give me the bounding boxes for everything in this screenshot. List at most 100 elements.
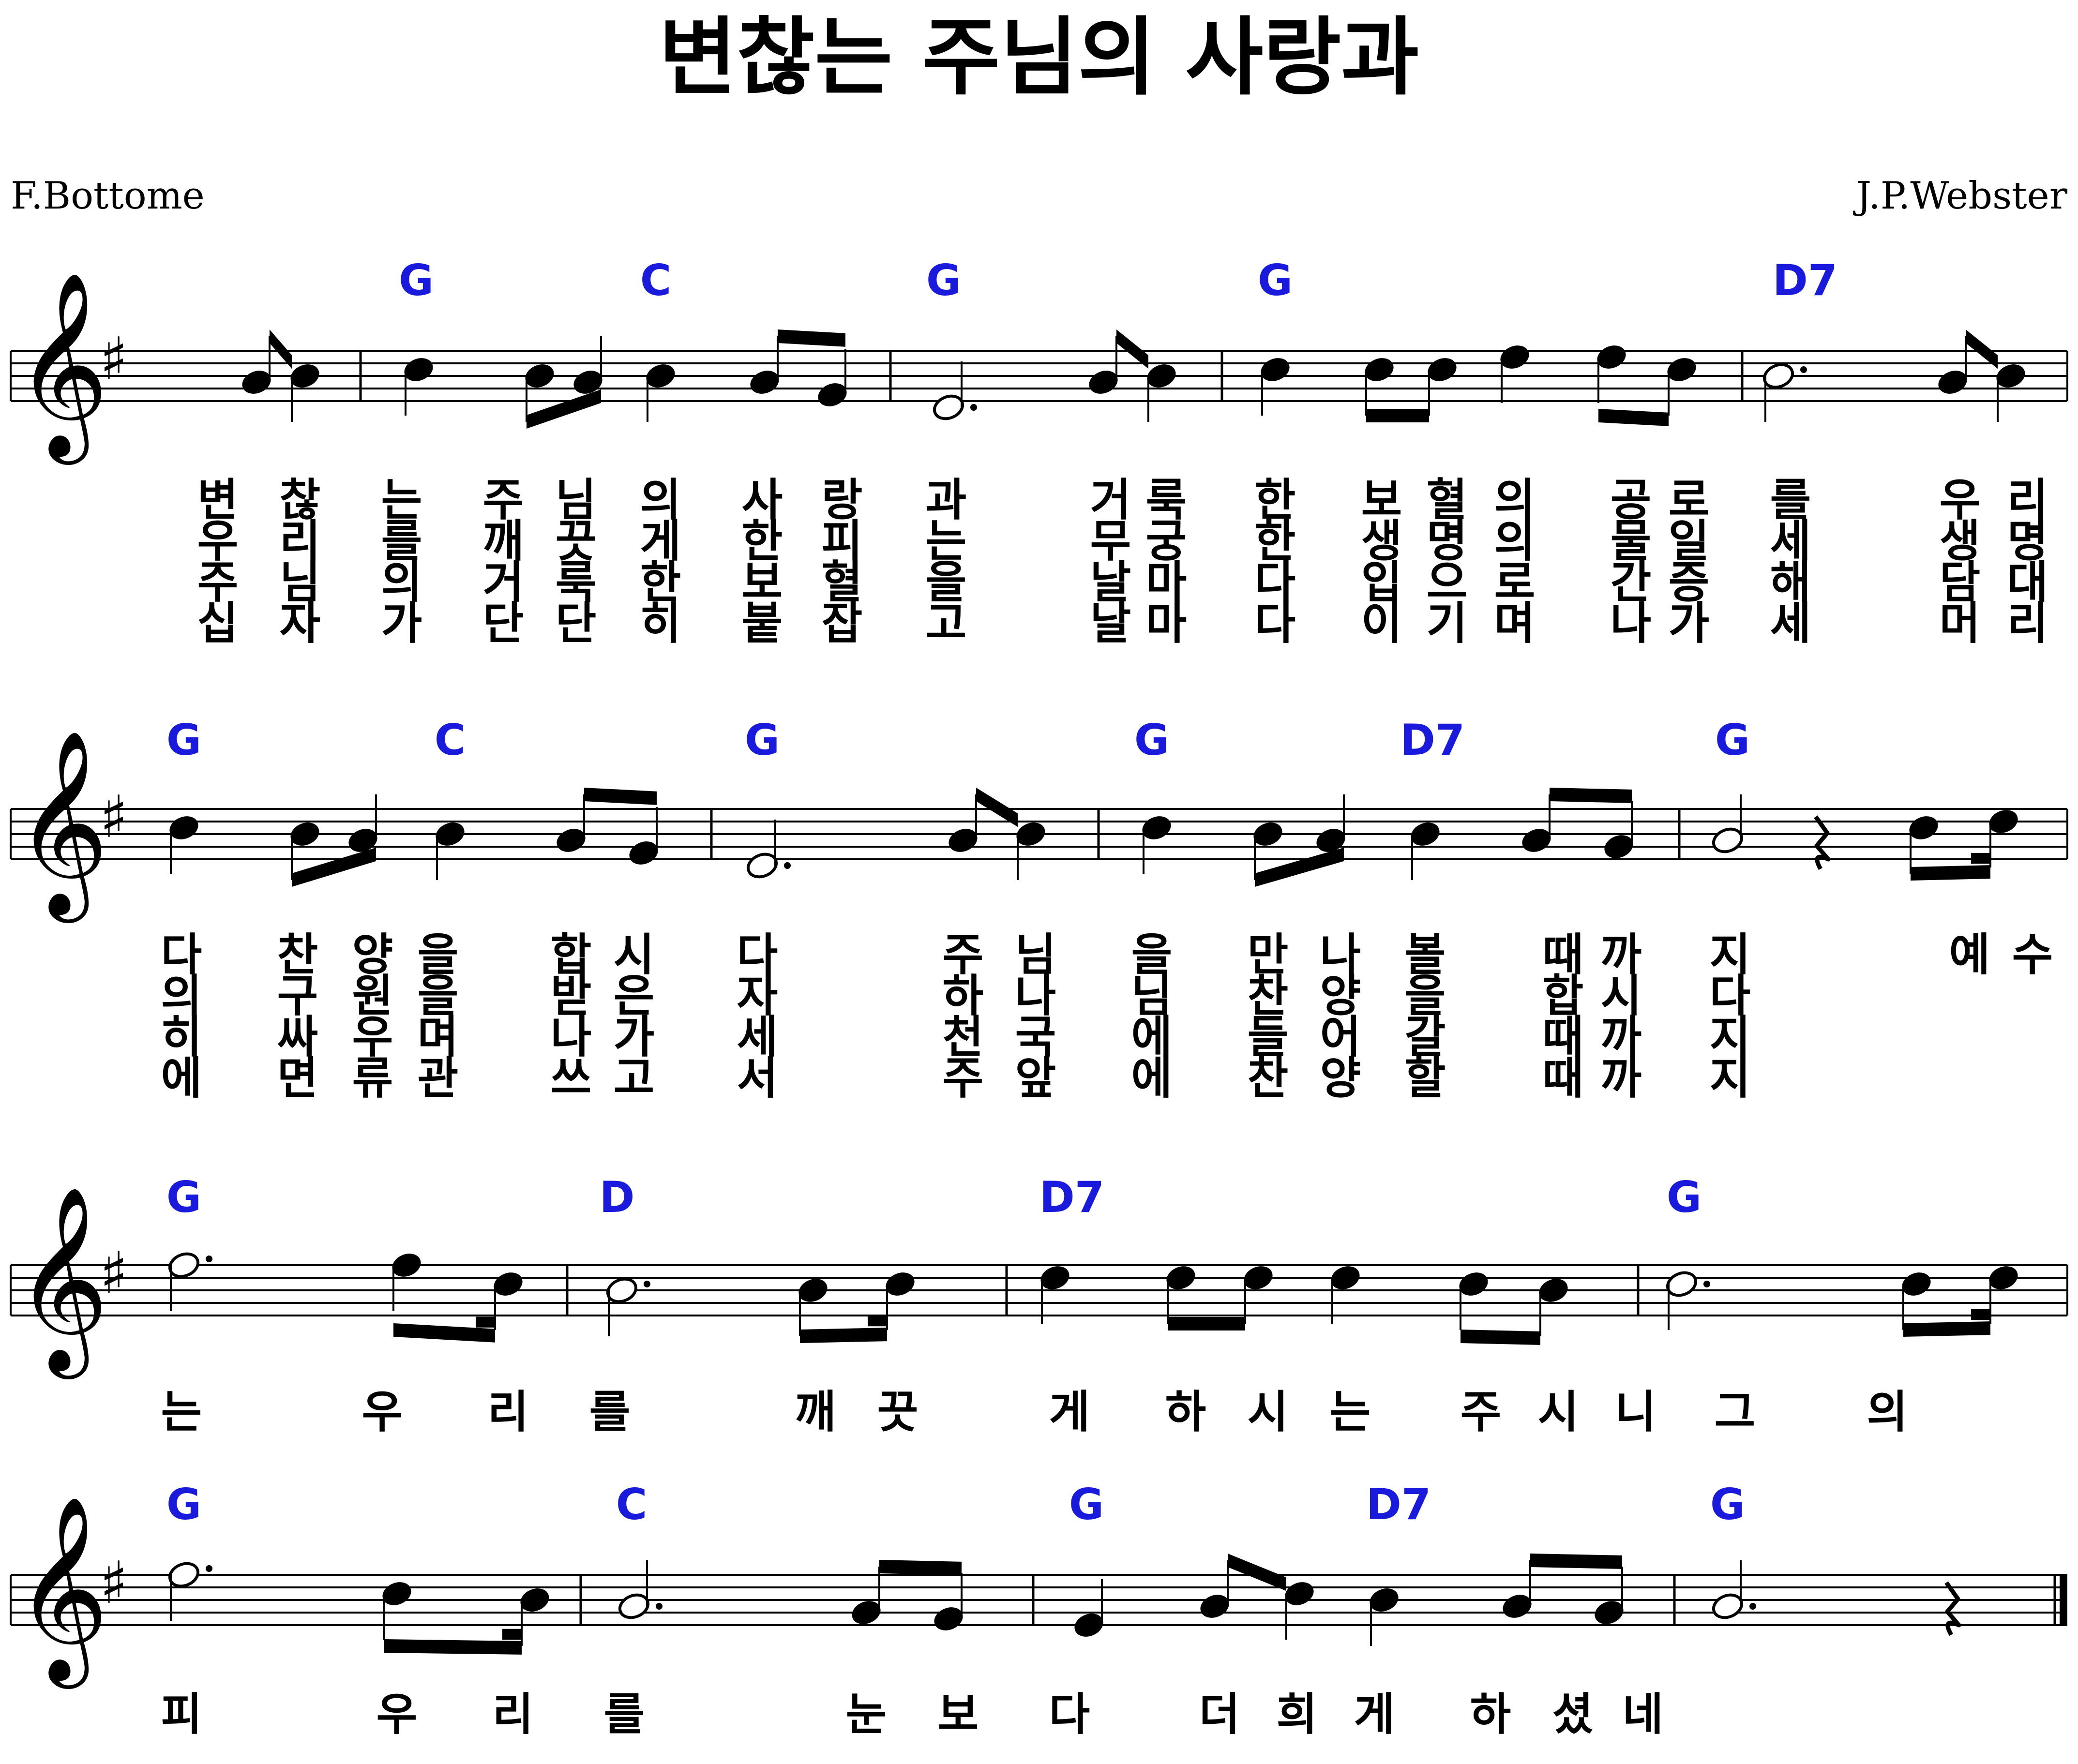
lyric-syllable: 만 [1248,929,1289,981]
lyric-syllable: 사 [742,474,783,526]
lyric-syllable: 네 [1623,1689,1664,1740]
lyric-syllable: 찬 [1248,1052,1289,1104]
lyric-syllable: 을 [1405,970,1446,1022]
lyric-syllable: 게 [1354,1689,1395,1740]
lyric-syllable: 관 [418,1052,459,1104]
beam [292,847,376,887]
sharp-icon: ♯ [100,326,128,393]
lyric-syllable: 을 [418,970,459,1022]
lyric-syllable: 는 [1330,1386,1371,1438]
lyric-syllable: 다 [1710,970,1751,1022]
lyric-syllable: 피 [161,1689,202,1740]
lyric-syllable: 하 [943,970,984,1022]
lyric-syllable: 마 [1146,598,1187,649]
lyric-syllable: 님 [1131,970,1173,1022]
lyric-syllable: 를 [589,1386,631,1438]
lyric-syllable: 는 [381,474,422,526]
lyric-syllable: 이 [1361,598,1402,649]
augmentation-dot [970,404,977,411]
beam [879,1560,962,1575]
lyric-syllable: 싸 [277,1011,318,1063]
lyric-syllable: 고 [926,598,967,649]
lyric-syllable: 보 [742,556,783,608]
lyric-syllable: 며 [1494,598,1536,649]
lyric-syllable: 세 [1770,515,1811,567]
lyric-syllable: 해 [1770,556,1811,608]
beam [1598,409,1669,426]
chord-symbol: G [1667,1172,1702,1222]
beam [800,1328,887,1343]
lyric-syllable: 자 [280,598,321,649]
beam [527,389,601,429]
lyric-syllable: 양 [1320,1052,1361,1104]
augmentation-dot [206,1565,212,1572]
lyric-syllable: 찮 [280,474,321,526]
treble-clef-icon: 𝄞 [15,729,109,924]
beam [1903,1321,1990,1337]
lyric-syllable: 혈 [1427,474,1468,526]
lyric-syllable: 붙 [742,598,783,649]
lyric-syllable: 피 [822,515,863,567]
lyric-syllable: 리 [493,1689,534,1740]
lyric-syllable: 할 [1405,1052,1446,1104]
lyric-syllable: 주 [943,929,984,981]
chord-symbol: C [640,255,672,305]
lyric-syllable: 나 [1611,598,1652,649]
lyric-syllable: 국 [1015,1011,1056,1063]
lyric-syllable: 주 [1461,1386,1502,1438]
lyric-syllable: 다 [1255,556,1296,608]
beam [1228,1554,1286,1591]
final-barline [2060,1575,2067,1625]
lyric-syllable: 간 [1611,556,1652,608]
lyric-syllable: 끗 [556,515,597,567]
chord-symbol: G [1069,1480,1104,1529]
lyric-syllable: 단 [483,598,524,649]
lyric-syllable: 눈 [846,1689,887,1740]
chord-symbol: C [616,1480,647,1529]
lyric-syllable: 니 [1615,1386,1656,1438]
beam [1971,852,1990,864]
lyric-syllable: 더 [1199,1689,1240,1740]
chord-symbol: D7 [1400,715,1465,765]
chord-symbol: G [166,1172,201,1222]
lyric-syllable: 들 [1248,1011,1289,1063]
page-title: 변찮는 주님의 사랑과 [659,9,1419,107]
lyric-syllable: 다 [1049,1689,1090,1740]
lyric-syllable: 보 [1361,474,1402,526]
lyric-syllable: 까 [1601,929,1642,981]
lyric-syllable: 을 [418,929,459,981]
lyric-syllable: 명 [1427,515,1468,567]
lyric-syllable: 나 [1015,970,1056,1022]
lyric-syllable: 의 [381,556,422,608]
lyric-syllable: 쓰 [551,1052,592,1104]
chord-symbol: C [435,715,466,765]
lyric-syllable: 류 [352,1052,393,1104]
beam [1530,1554,1622,1569]
lyric-syllable: 합 [551,929,592,981]
lyric-syllable: 까 [1601,1052,1642,1104]
lyric-syllable: 주 [197,556,239,608]
lyric-syllable: 을 [1131,929,1173,981]
lyric-syllable: 히 [640,598,681,649]
augmentation-dot [206,1256,212,1262]
lyric-syllable: 으 [1427,556,1468,608]
lyric-syllable: 우 [376,1689,418,1740]
beam [1461,1330,1540,1345]
augmentation-dot [644,1281,650,1287]
lyric-syllable: 공 [1611,474,1652,526]
lyric-syllable: 의 [1494,474,1536,526]
lyric-syllable: 무 [1090,515,1131,567]
lyric-syllable: 생 [1361,515,1402,567]
lyric-syllable: 주 [943,1052,984,1104]
lyric-syllable: 자 [737,970,778,1022]
lyric-syllable: 우 [352,1011,393,1063]
lyric-syllable: 원 [352,970,393,1022]
lyric-syllable: 를 [604,1689,645,1740]
treble-clef-icon: 𝄞 [15,1495,109,1690]
augmentation-dot [1749,1603,1756,1610]
lyric-syllable: 찬 [1248,970,1289,1022]
lyric-syllable: 가 [614,1011,655,1063]
beam [1971,1309,1990,1320]
lyric-syllable: 우 [197,515,239,567]
